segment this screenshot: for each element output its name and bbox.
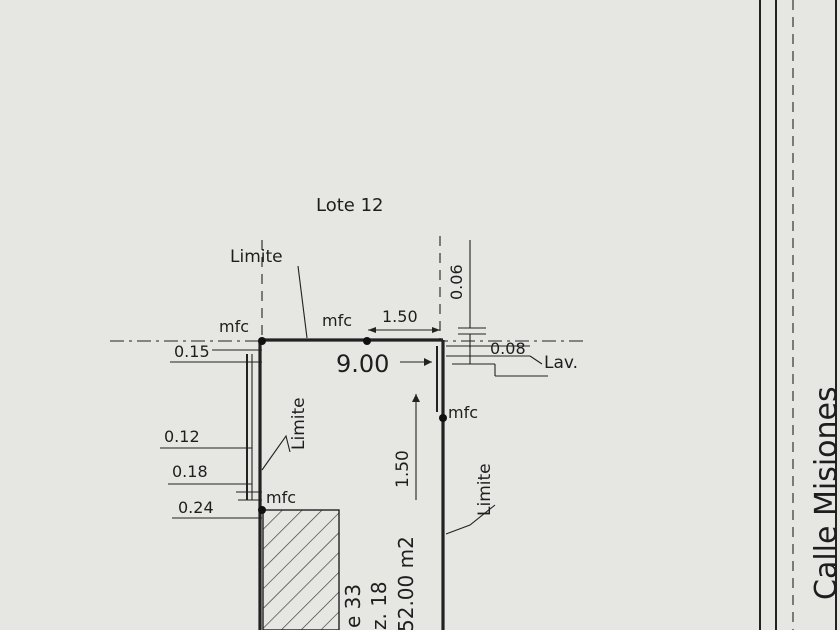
lot-info-line2: z. 18: [367, 581, 391, 630]
inner-walls: [246, 346, 438, 500]
hatched-area: [262, 509, 340, 630]
dim-right-vertical: 1.50: [393, 450, 413, 488]
dim-right-offset-lines: [446, 345, 548, 377]
dim-top-right-vertical: 0.06: [447, 264, 466, 300]
limit-label-left: Limite: [289, 397, 309, 450]
sheet-border: [759, 0, 837, 630]
lot-info-line1: e 33: [341, 584, 365, 628]
dim-right-vertical-line: [412, 394, 420, 500]
lot-label: Lote 12: [316, 195, 383, 216]
dim-right-offset: 0.08: [490, 339, 526, 358]
lot-info-line3: 52.00 m2: [394, 536, 418, 630]
dim-left-a: 0.12: [164, 427, 200, 446]
dim-width-main-arrows: [400, 358, 432, 366]
dim-top-segment-line: [368, 327, 440, 333]
mfc-label-bottom-left: mfc: [266, 488, 296, 507]
limit-label-right: Limite: [475, 463, 495, 516]
limit-label-top: Limite: [230, 247, 283, 267]
mfc-label-right: mfc: [448, 403, 478, 422]
lot-boundary: [258, 338, 445, 630]
street-label: Calle Misiones: [809, 386, 840, 600]
dim-left-offset-lines: [170, 349, 262, 363]
mfc-label-top-left: mfc: [219, 317, 249, 336]
dim-top-segment: 1.50: [382, 307, 418, 326]
lav-label: Lav.: [544, 353, 578, 373]
dim-width-main: 9.00: [336, 350, 389, 378]
dim-left-c-lines: [172, 491, 262, 519]
dim-left-b: 0.18: [172, 462, 208, 481]
mfc-points: [258, 337, 447, 514]
limit-leaders: [261, 265, 496, 535]
dim-left-c: 0.24: [178, 498, 214, 517]
dim-left-offset: 0.15: [174, 342, 210, 361]
mfc-label-top-mid: mfc: [322, 311, 352, 330]
